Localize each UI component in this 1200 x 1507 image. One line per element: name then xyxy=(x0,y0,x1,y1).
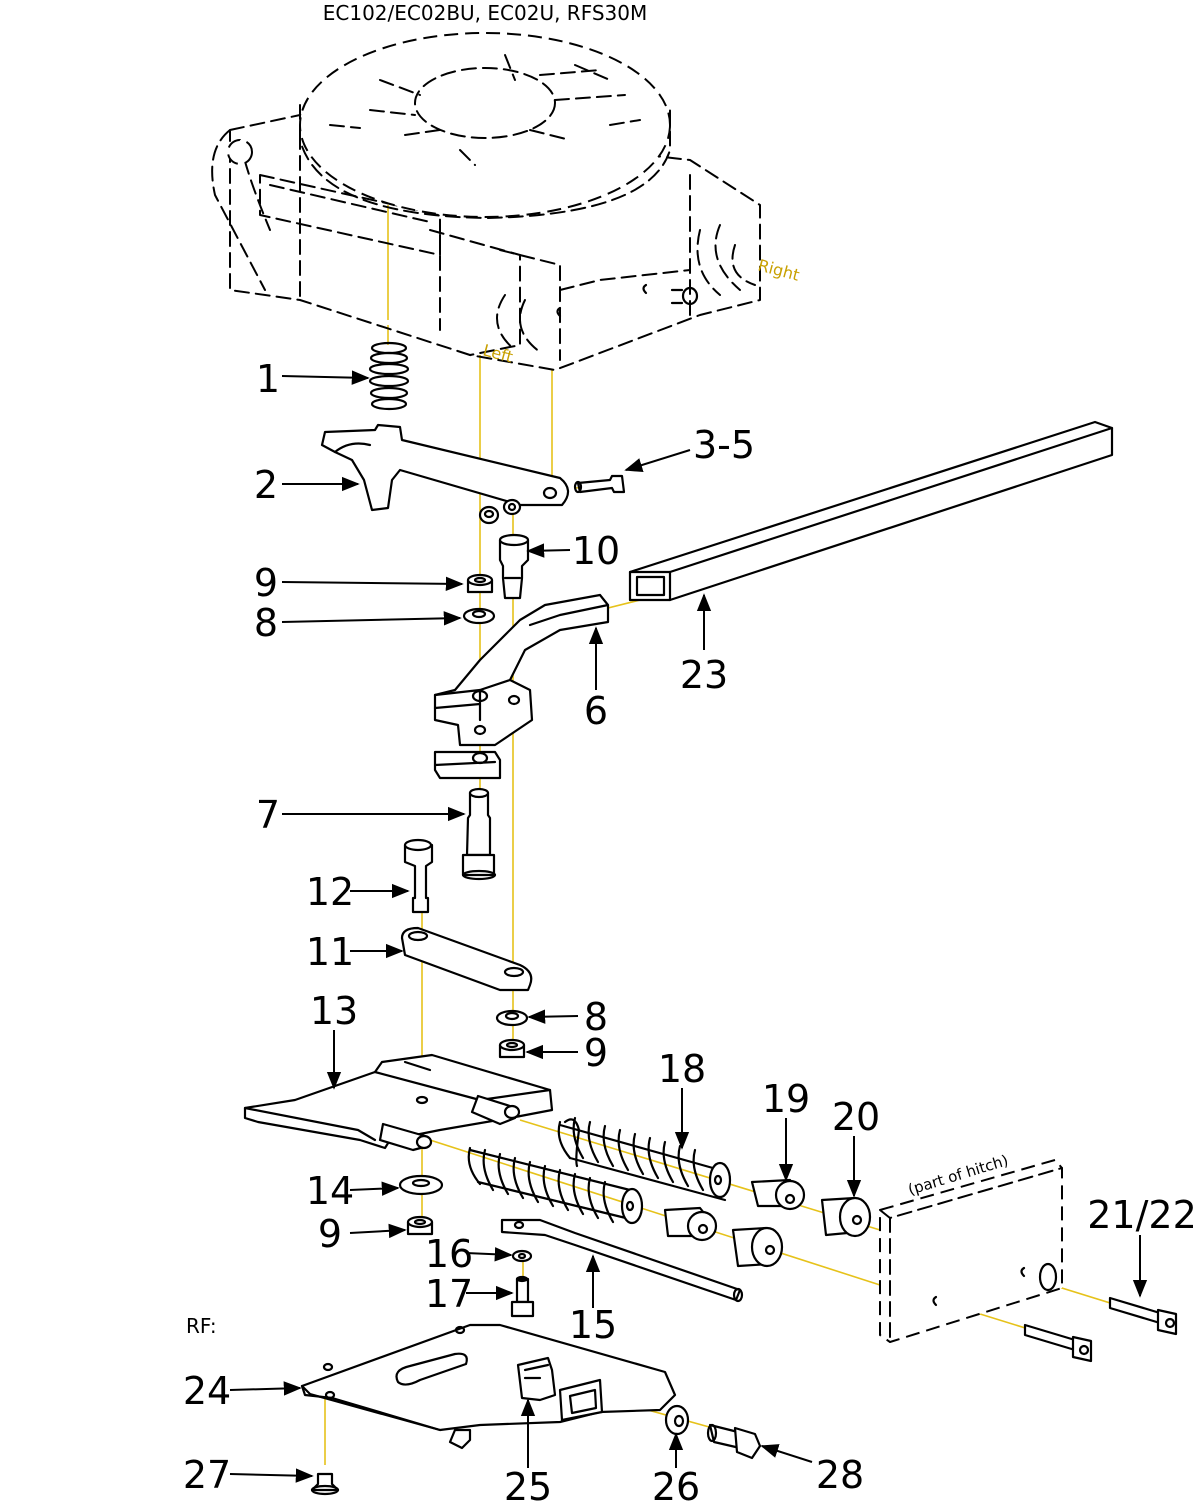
right-side-label: Right xyxy=(756,256,802,285)
part-18-springs xyxy=(467,1116,732,1225)
callout-26: 26 xyxy=(652,1465,700,1507)
part-14-washer xyxy=(398,1174,444,1196)
part-12-bolt xyxy=(403,838,434,914)
part-9-nut-lower xyxy=(498,1038,526,1059)
callout-18: 18 xyxy=(658,1047,706,1091)
callout-24: 24 xyxy=(183,1369,231,1413)
callout-1: 1 xyxy=(256,357,280,401)
callout-20: 20 xyxy=(832,1095,880,1139)
part-24-rf-plate xyxy=(300,1323,677,1450)
leader-lines xyxy=(229,370,1148,1483)
part-19-cap xyxy=(663,1178,806,1242)
callout-11: 11 xyxy=(306,930,354,974)
callout-12: 12 xyxy=(306,870,354,914)
diagram-title: EC102/EC02BU, EC02U, RFS30M xyxy=(323,1,648,25)
callout-7: 7 xyxy=(256,793,280,837)
fifth-wheel-phantom xyxy=(211,32,761,371)
part-8-washer-lower xyxy=(495,1009,529,1027)
part-27-screw xyxy=(310,1472,340,1496)
part-1-spring xyxy=(368,341,410,411)
callout-13: 13 xyxy=(310,989,358,1033)
part-23-tube xyxy=(628,420,1114,602)
part-11-link xyxy=(400,926,533,992)
part-26-washer xyxy=(664,1404,690,1436)
part-16-washer xyxy=(511,1249,533,1263)
part-2-lever xyxy=(320,423,570,512)
rf-label: RF: xyxy=(186,1314,217,1338)
part-7-bolt xyxy=(461,787,497,881)
callout-9-bottom: 9 xyxy=(318,1212,342,1256)
hitch-plate-phantom xyxy=(879,1159,1063,1343)
callout-17: 17 xyxy=(425,1272,473,1316)
callout-8-upper: 8 xyxy=(254,601,278,645)
callout-10: 10 xyxy=(572,529,620,573)
callout-28: 28 xyxy=(816,1453,864,1497)
callout-25: 25 xyxy=(504,1465,552,1507)
part-17-bolt xyxy=(510,1275,535,1318)
part-28-bolt xyxy=(706,1423,762,1460)
callout-19: 19 xyxy=(762,1077,810,1121)
part-13-slide-plate xyxy=(243,1053,554,1152)
callout-15: 15 xyxy=(569,1303,617,1347)
part-21-22-bolts xyxy=(1023,1296,1178,1363)
part-3-5-nut xyxy=(478,498,522,525)
part-9-nut-bottom xyxy=(406,1215,434,1236)
part-20-bushing xyxy=(731,1196,872,1268)
callout-labels: 1 2 3-5 10 9 8 23 6 7 12 11 13 8 9 18 19… xyxy=(183,357,1197,1507)
callout-16: 16 xyxy=(425,1232,473,1276)
part-6-bracket xyxy=(433,593,610,780)
callout-3-5: 3-5 xyxy=(693,423,755,467)
callout-23: 23 xyxy=(680,653,728,697)
part-9-nut-upper xyxy=(466,573,494,594)
part-3-5-pin xyxy=(573,474,626,494)
part-10-bolt xyxy=(498,533,530,600)
callout-6: 6 xyxy=(584,689,608,733)
callout-8-lower: 8 xyxy=(584,995,608,1039)
callout-21-22: 21/22 xyxy=(1087,1193,1197,1237)
callout-9-lower: 9 xyxy=(584,1031,608,1075)
callout-27: 27 xyxy=(183,1453,231,1497)
part-8-washer-upper xyxy=(462,607,496,625)
callout-9-upper: 9 xyxy=(254,561,278,605)
part-15-rod xyxy=(500,1218,744,1303)
callout-14: 14 xyxy=(306,1169,354,1213)
callout-2: 2 xyxy=(254,463,278,507)
part-25-clip xyxy=(516,1356,557,1402)
